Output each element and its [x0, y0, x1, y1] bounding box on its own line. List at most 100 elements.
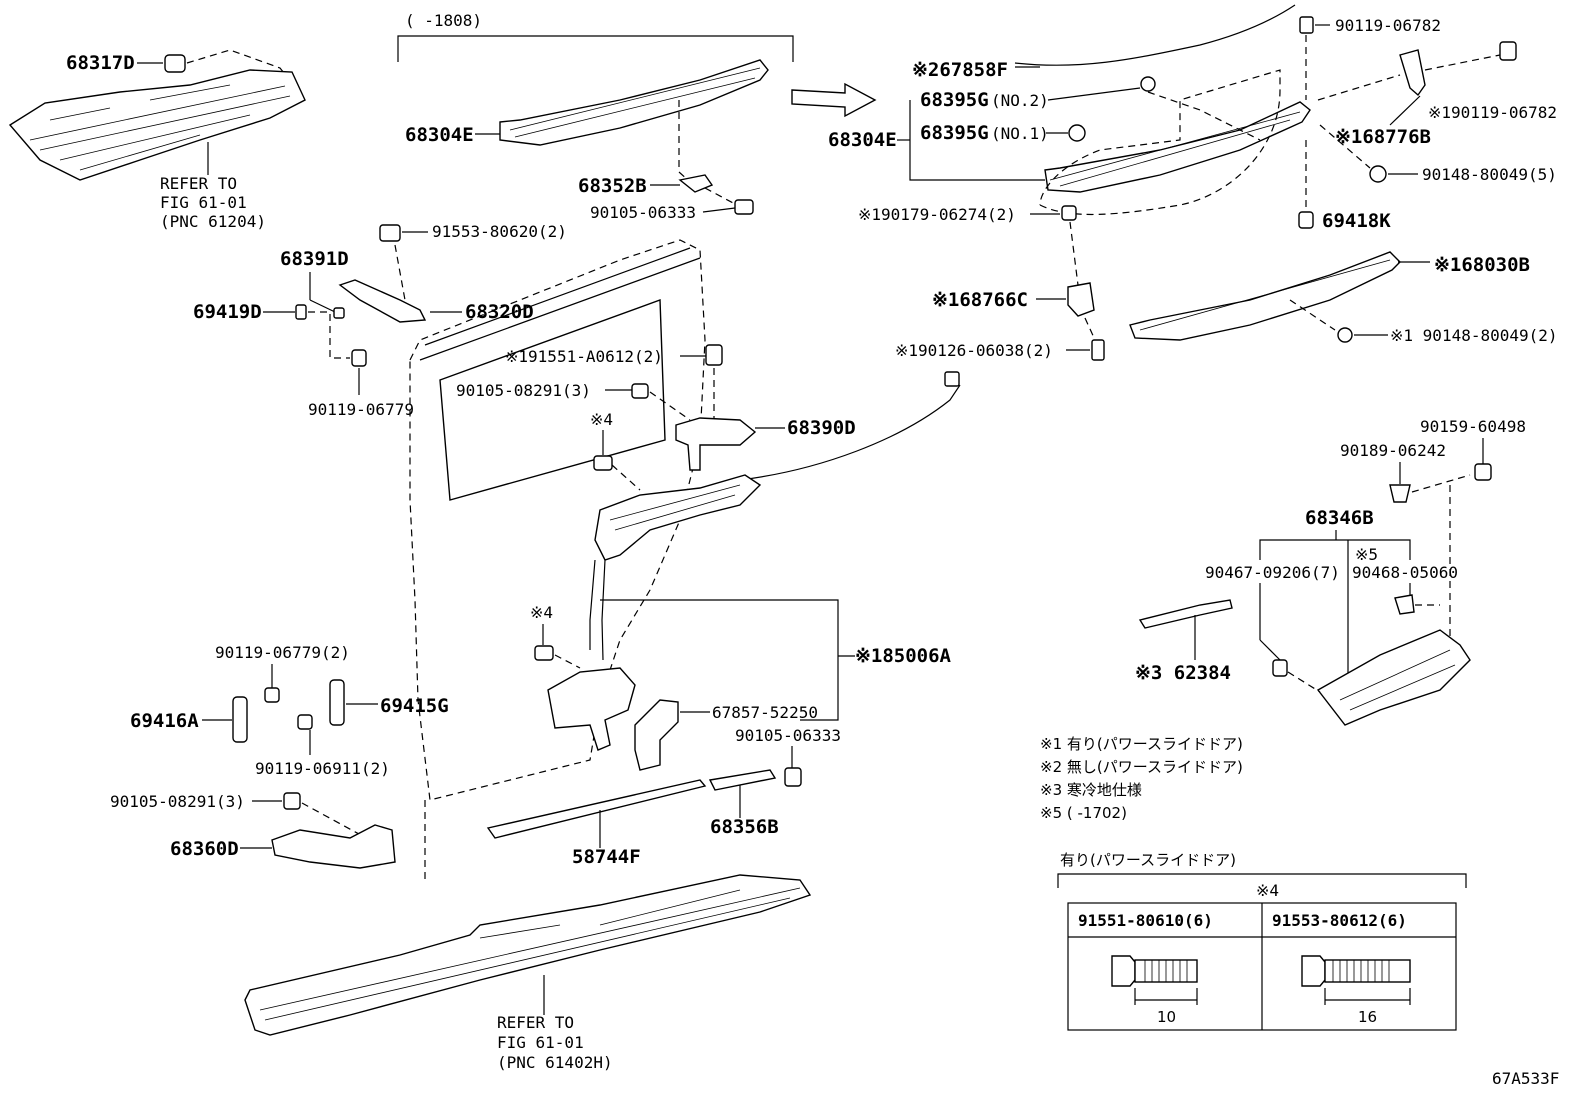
bolt1-head [1111, 955, 1136, 987]
bolt-90105-08291-lower [283, 792, 301, 810]
note-3: ※3 寒冷地仕様 [1040, 781, 1142, 799]
bolt-90119-06782-m [1499, 41, 1517, 61]
date-range-top: ( -1808) [405, 11, 482, 30]
bolt-91551-A0612 [705, 344, 723, 366]
label-68356B: 68356B [710, 816, 779, 838]
note-2: ※2 無し(パワースライドドア) [1040, 758, 1243, 776]
label-85006A: ※185006A [855, 645, 952, 667]
bracket-68352B [678, 174, 714, 193]
lower-rail-reference: REFER TO FIG 61-01 (PNC 61402H) [244, 874, 812, 1072]
label-90159-60498: 90159-60498 [1420, 417, 1526, 436]
hinge-arm-group: 68391D 91553-80620(2) 68320D 69419D 9011… [193, 222, 567, 419]
nut-90179-06274 [1061, 205, 1077, 221]
bolt-col1-part: 91551-80610(6) [1078, 911, 1213, 930]
bolt1-length: 10 [1157, 1008, 1176, 1026]
plate-69416A [232, 696, 248, 743]
ref1-line1: REFER TO [160, 174, 237, 193]
bracket-62384 [1138, 599, 1233, 629]
note-5: ※5 ( -1702) [1040, 804, 1127, 822]
ref2-line3: (PNC 61402H) [497, 1053, 613, 1072]
bolt-90105-06333-top [734, 199, 754, 215]
label-68776B: ※168776B [1335, 126, 1431, 148]
lower-hinge-group: 90105-08291(3) 68360D [110, 792, 396, 869]
cover-68346B [1316, 629, 1471, 726]
label-68317D: 68317D [66, 52, 135, 74]
mark5: ※5 [1355, 545, 1378, 564]
door-window [439, 299, 666, 501]
clip-90467-09206 [1272, 659, 1288, 677]
label-90189-06242: 90189-06242 [1340, 441, 1446, 460]
lower-stay-group: 90105-06333 68356B 58744F [486, 726, 841, 868]
bolt-table: 有り(パワースライドドア) ※4 91551-80610(6) 91553-80… [1057, 851, 1467, 1031]
label-90119-06779: 90119-06779 [308, 400, 414, 419]
actuator-motor [547, 667, 636, 751]
mark4-lower: ※4 [530, 603, 553, 622]
ref1-line3: (PNC 61204) [160, 212, 266, 231]
label-68352B: 68352B [578, 175, 647, 197]
center-hinge-group: ※191551-A0612(2) 90105-08291(3) 68390D ※… [456, 344, 856, 491]
label-68304E-left: 68304E [405, 124, 474, 146]
upper-rail-early-group: ( -1808) 68304E 68352B 90105-06333 [397, 11, 794, 222]
label-62384: ※3 62384 [1135, 662, 1231, 684]
sliding-door-outline [409, 239, 706, 880]
bolt-91553-80620 [379, 224, 401, 242]
bracket-68766C [1067, 282, 1095, 317]
pin-90126-06038 [1091, 339, 1105, 361]
label-91551-A0612: ※191551-A0612(2) [505, 347, 663, 366]
label-91553-80620: 91553-80620(2) [432, 222, 567, 241]
label-68320D: 68320D [465, 301, 534, 323]
bolt-mark4-upper [593, 455, 613, 471]
bolt-90148-80049-5 [1369, 165, 1387, 183]
bolt-90119-06782 [1299, 16, 1314, 34]
stay-68356B [708, 769, 777, 791]
label-68304E-right: 68304E [828, 129, 897, 151]
stopper-no1 [1068, 124, 1086, 142]
bolt-90148-80049-2 [1337, 327, 1353, 343]
label-90148-80049-2: ※1 90148-80049(2) [1390, 326, 1558, 345]
ref2-line1: REFER TO [497, 1013, 574, 1032]
mark4-upper: ※4 [590, 410, 613, 429]
clip-90189-06242 [1389, 484, 1411, 503]
weatherstrip-58744F [486, 779, 707, 839]
cover-68346B-group: 90159-60498 90189-06242 68346B ※5 90467-… [1135, 417, 1526, 726]
label-68390D: 68390D [787, 417, 856, 439]
label-90126-06038: ※190126-06038(2) [895, 341, 1053, 360]
label-68395G-no1: 68395G [920, 122, 989, 144]
label-90105-08291-top: 90105-08291(3) [456, 381, 591, 400]
label-no2: (NO.2) [991, 91, 1049, 110]
notes: ※1 有り(パワースライドドア) ※2 無し(パワースライドドア) ※3 寒冷地… [1040, 735, 1243, 822]
label-90119-06911: 90119-06911(2) [255, 759, 390, 778]
label-68766C: ※168766C [932, 289, 1028, 311]
cap-68317D [164, 54, 186, 73]
bolt2-length: 16 [1358, 1008, 1377, 1026]
bolt-table-caption: 有り(パワースライドドア) [1060, 851, 1236, 869]
power-rail-group: ※190179-06274(2) ※168766C ※190126-06038(… [858, 205, 1558, 361]
striker-group: 90119-06779(2) 69416A 69415G 90119-06911… [130, 643, 449, 778]
bolt2-shank [1324, 959, 1411, 983]
label-69416A: 69416A [130, 710, 199, 732]
label-67857-52250: 67857-52250 [712, 703, 818, 722]
clip-69419D [295, 304, 307, 320]
actuator-85006A-group: ※185006A ※4 67857-52250 [530, 474, 952, 771]
label-90179-06274: ※190179-06274(2) [858, 205, 1016, 224]
hinge-68390D [675, 417, 757, 471]
label-69415G: 69415G [380, 695, 449, 717]
bolt-90105-06333-lower [784, 767, 802, 787]
label-68360D: 68360D [170, 838, 239, 860]
label-90467-09206: 90467-09206(7) [1205, 563, 1340, 582]
label-90468-05060: 90468-05060 [1352, 563, 1458, 582]
cable-end [944, 371, 960, 387]
label-69418K: 69418K [1322, 210, 1391, 232]
bushing-68391D [333, 307, 345, 319]
cable [739, 384, 961, 481]
bolt-90119-06779-2 [264, 687, 280, 703]
label-90105-08291-lower: 90105-08291(3) [110, 792, 245, 811]
latch-assembly [594, 474, 762, 561]
bolt2-head [1301, 955, 1326, 987]
nut-69418K [1298, 211, 1314, 229]
bolt-table-mark: ※4 [1256, 881, 1279, 900]
arm-68320D [338, 279, 427, 323]
bolt-90159-60498 [1474, 463, 1492, 481]
label-67858F: ※267858F [912, 59, 1008, 81]
